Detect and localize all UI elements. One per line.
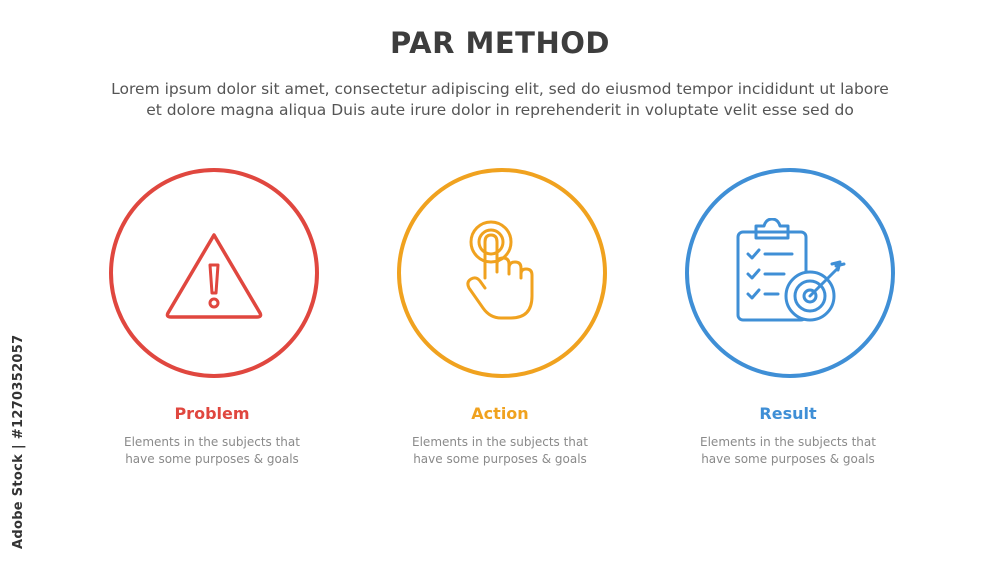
warning-triangle-icon <box>165 233 263 319</box>
stage-desc-line: Elements in the subjects that <box>124 435 300 449</box>
stage-desc-line: Elements in the subjects that <box>700 435 876 449</box>
stage-title-problem: Problem <box>174 404 250 423</box>
stage-desc-line: have some purposes & goals <box>125 452 299 466</box>
stage-desc-result: Elements in the subjects that have some … <box>668 434 908 468</box>
stage-desc-line: Elements in the subjects that <box>412 435 588 449</box>
hand-tap-icon <box>466 220 534 320</box>
stage-title-action: Action <box>471 404 529 423</box>
stage-title-result: Result <box>759 404 817 423</box>
subtitle-line-1: Lorem ipsum dolor sit amet, consectetur … <box>111 80 889 98</box>
stage-desc-action: Elements in the subjects that have some … <box>380 434 620 468</box>
clipboard-target-icon <box>736 218 846 322</box>
page-title: PAR METHOD <box>390 26 610 60</box>
stage-desc-problem: Elements in the subjects that have some … <box>92 434 332 468</box>
stage-desc-line: have some purposes & goals <box>413 452 587 466</box>
subtitle-line-2: et dolore magna aliqua Duis aute irure d… <box>146 101 854 119</box>
page-subtitle: Lorem ipsum dolor sit amet, consectetur … <box>40 79 960 121</box>
action-circle <box>397 168 607 378</box>
watermark-text: Adobe Stock | #1270352057 <box>11 334 26 549</box>
problem-circle <box>109 168 319 378</box>
result-circle <box>685 168 895 378</box>
stage-desc-line: have some purposes & goals <box>701 452 875 466</box>
stock-watermark: Adobe Stock | #1270352057 <box>8 309 30 549</box>
